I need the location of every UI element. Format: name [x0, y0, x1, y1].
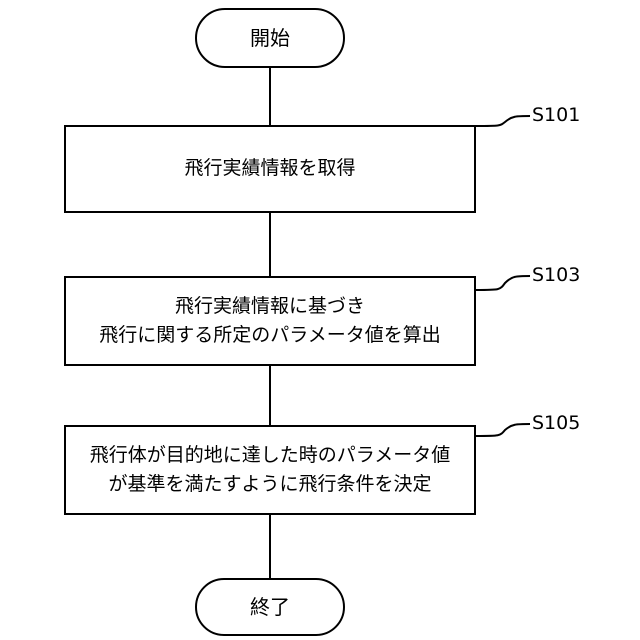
end-terminal: 終了 — [195, 578, 345, 636]
step-box-s103: 飛行実績情報に基づき 飛行に関する所定のパラメータ値を算出 — [64, 276, 476, 366]
step-box-s101: 飛行実績情報を取得 — [64, 125, 476, 213]
step-id-s103: S103 — [532, 264, 580, 286]
step-id-s105: S105 — [532, 412, 580, 434]
step-box-s105: 飛行体が目的地に達した時のパラメータ値 が基準を満たすように飛行条件を決定 — [64, 425, 476, 515]
step-text-line: 飛行に関する所定のパラメータ値を算出 — [99, 321, 440, 350]
end-label: 終了 — [250, 592, 290, 623]
leader-s101 — [476, 116, 530, 126]
start-label: 開始 — [250, 23, 290, 54]
start-terminal: 開始 — [195, 8, 345, 68]
leader-s105 — [476, 424, 530, 436]
leader-s103 — [476, 276, 530, 290]
step-text-line: が基準を満たすように飛行条件を決定 — [108, 470, 431, 499]
step-text-line: 飛行体が目的地に達した時のパラメータ値 — [90, 441, 450, 470]
step-text-line: 飛行実績情報に基づき — [175, 292, 365, 321]
step-id-s101: S101 — [532, 104, 580, 126]
step-text-line: 飛行実績情報を取得 — [184, 154, 355, 183]
